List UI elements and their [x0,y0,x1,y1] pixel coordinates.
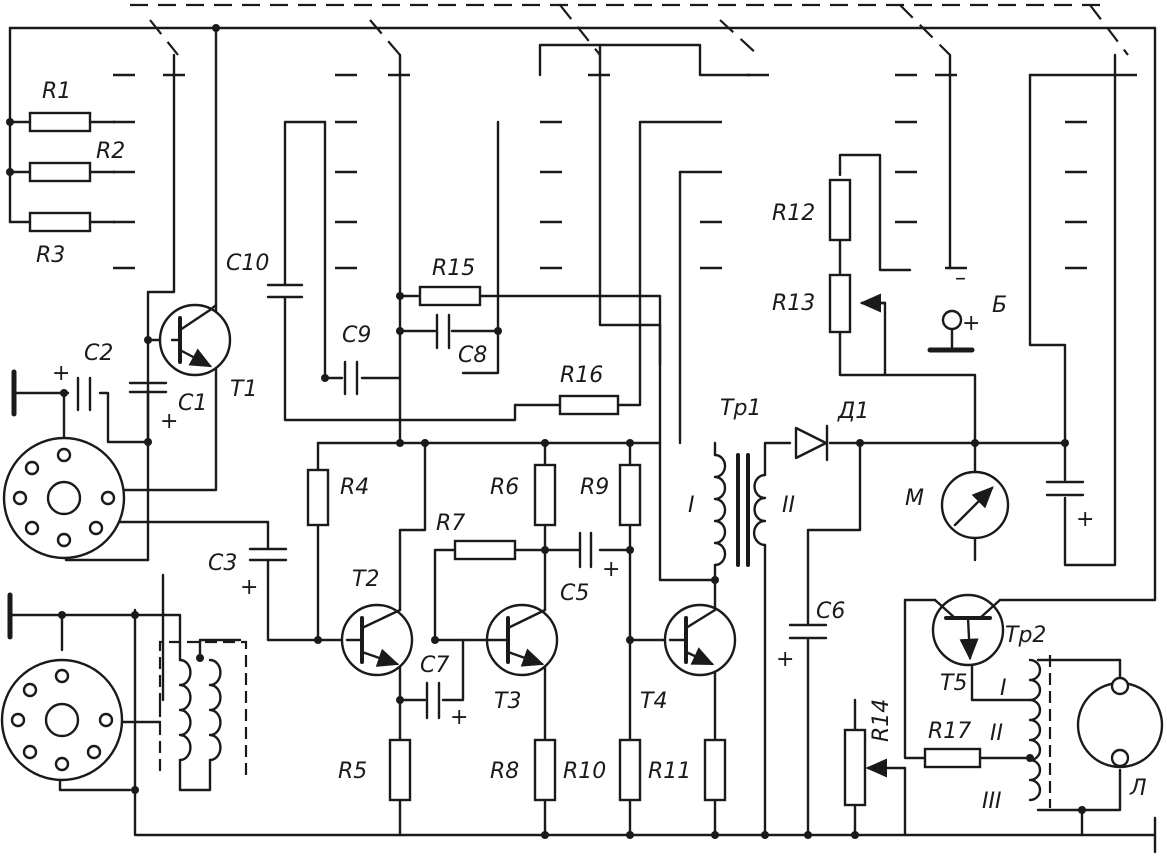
label-c3: C3 [208,551,237,576]
label-r16: R16 [560,363,603,388]
transistors [158,303,1005,677]
resistor-r8 [533,738,557,802]
label-r17: R17 [928,719,971,744]
resistor-r12 [828,178,852,242]
plus-sign-c2: + [52,361,70,386]
diode-d1 [794,424,829,462]
transistor-t2 [340,603,414,677]
socket-connector-1 [2,436,126,560]
label-r5: R5 [338,759,367,784]
label-r1: R1 [42,79,71,104]
label-meter: M [905,486,924,511]
battery-terminal [941,309,963,331]
resistor-r2 [28,161,92,183]
label-c5: C5 [560,581,589,606]
label-tr2-winding-ii: II [990,721,1003,746]
resistor-r7 [453,539,517,561]
label-tr2: Тр2 [1005,623,1046,648]
polarity-signs: + + + + + + + + – [52,266,1094,730]
resistor-r15 [418,285,482,307]
label-r15: R15 [432,256,475,281]
resistors [28,111,982,807]
label-r7: R7 [436,511,465,536]
capacitors [76,283,1085,720]
input-coils [158,640,248,775]
label-tr1: Тр1 [720,396,761,421]
label-r2: R2 [96,139,125,164]
label-t3: T3 [494,689,521,714]
junctions [6,24,1086,839]
lamp-l [1076,676,1164,769]
resistor-r10 [618,738,642,802]
label-r6: R6 [490,475,519,500]
resistor-r1 [28,111,92,133]
switch-wafers [113,73,1137,270]
transistor-t3 [468,603,559,677]
wiring [8,26,1157,854]
transistor-t4 [663,603,737,677]
resistor-r3 [28,211,92,233]
component-labels: R1 R2 R3 R4 R5 R6 R7 R8 R9 R10 R11 R12 R… [36,79,1147,814]
label-r10: R10 [563,759,606,784]
label-c6: C6 [816,599,845,624]
plus-sign-c3: + [240,575,258,600]
label-d1: Д1 [837,399,869,424]
label-t4: T4 [640,689,667,714]
plus-sign-c1: + [160,409,178,434]
socket-connector-2 [0,658,124,782]
label-r13: R13 [772,291,815,316]
plus-sign-c6: + [776,647,794,672]
label-t2: T2 [352,567,379,592]
minus-sign-battery: – [955,266,966,291]
switch-linkage [130,3,1129,56]
label-r4: R4 [340,475,369,500]
label-lamp: Л [1129,776,1147,801]
label-r3: R3 [36,243,65,268]
label-r8: R8 [490,759,519,784]
label-r14: R14 [869,699,894,742]
label-r12: R12 [772,201,815,226]
resistor-r11 [703,738,727,802]
plus-sign-right-cap: + [1076,507,1094,532]
resistor-r14 [843,728,867,807]
label-tr2-winding-iii: III [982,789,1001,814]
label-t5: T5 [940,671,967,696]
meter-m [940,470,1010,540]
resistor-r4 [306,468,330,527]
terminal-bars [7,347,975,640]
label-c8: C8 [458,343,487,368]
label-c2: C2 [84,341,113,366]
plus-sign-battery: + [962,311,980,336]
transformer-tr1 [713,453,767,567]
transistor-t1 [158,303,232,377]
label-c1: C1 [178,391,207,416]
transistor-t5 [931,593,1005,667]
label-r9: R9 [580,475,609,500]
label-r11: R11 [648,759,691,784]
resistor-r16 [558,394,620,416]
resistor-r9 [618,463,642,527]
resistor-r5 [388,738,412,802]
resistor-r17 [923,747,982,769]
label-c7: C7 [420,653,449,678]
transformer-tr2 [1028,655,1052,808]
plus-sign-c5: + [602,557,620,582]
label-t1: T1 [230,377,257,402]
label-battery: Б [992,293,1007,318]
resistor-r6 [533,463,557,527]
label-tr2-winding-i: I [1000,676,1007,701]
label-c10: C10 [226,251,269,276]
label-winding-i: I [688,493,695,518]
label-winding-ii: II [782,493,795,518]
resistor-r13 [828,273,852,334]
plus-sign-c7: + [450,705,468,730]
label-c9: C9 [342,323,371,348]
